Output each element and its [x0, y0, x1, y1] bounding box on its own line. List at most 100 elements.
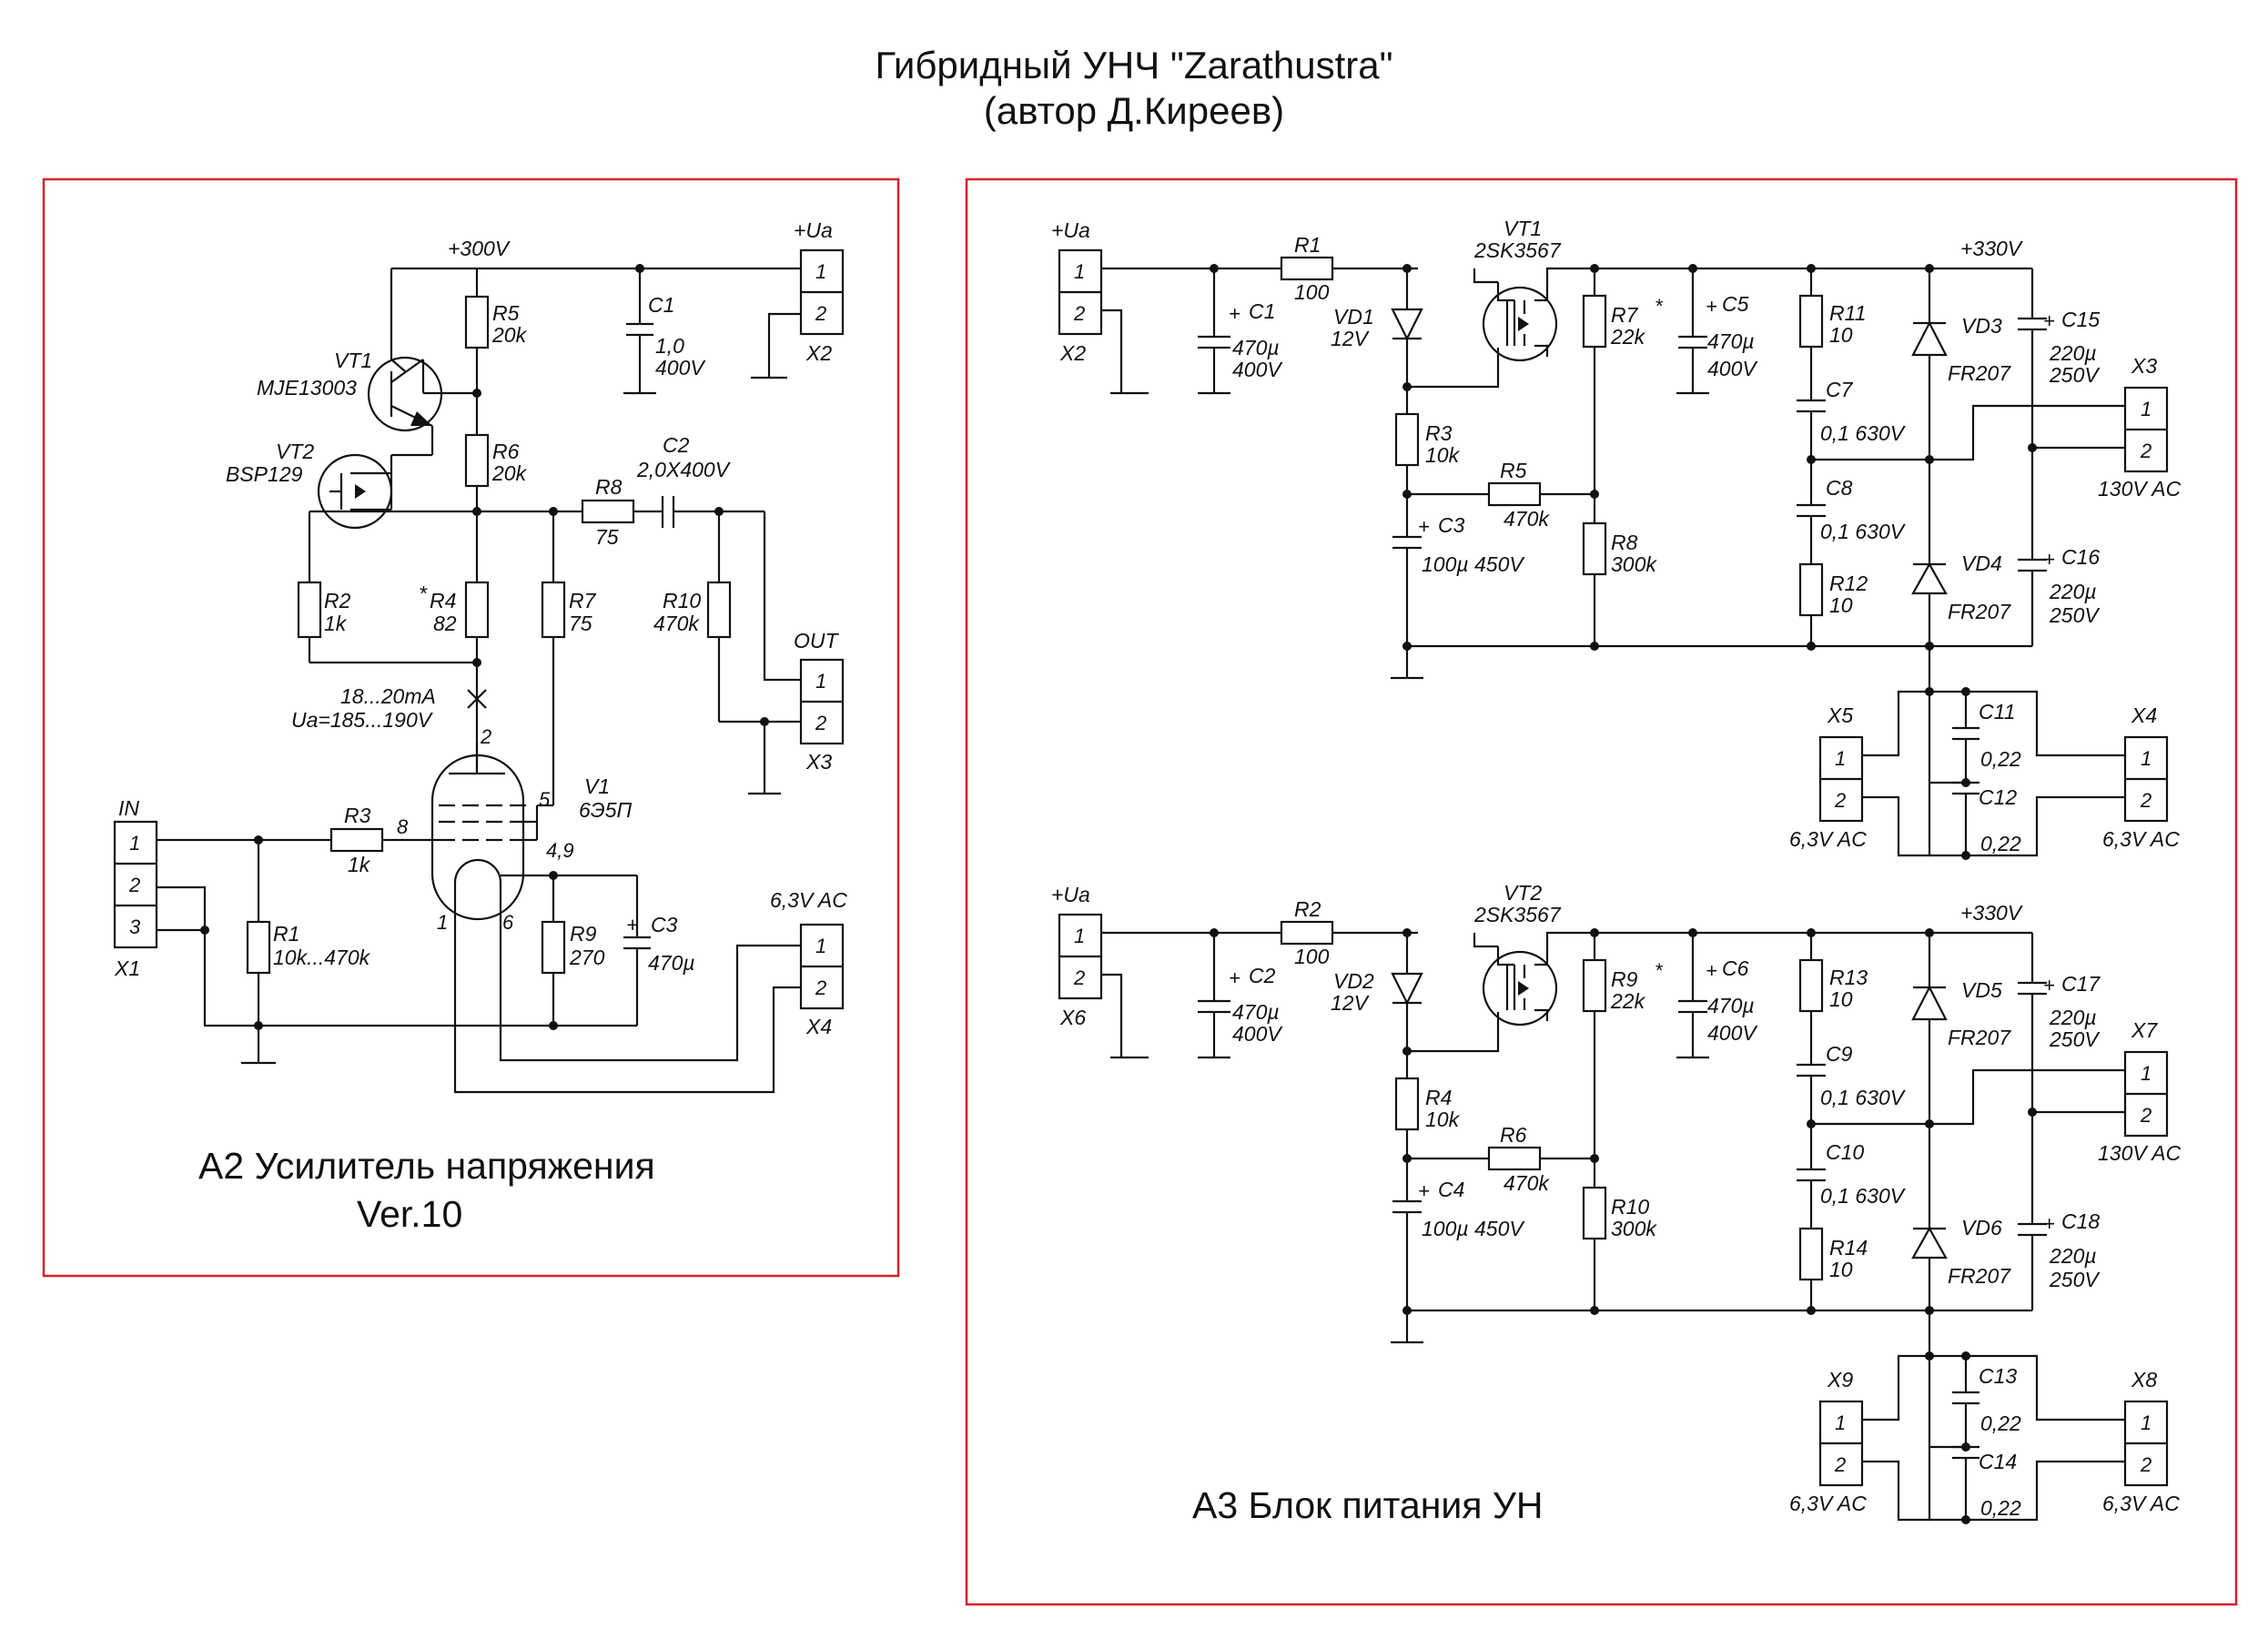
- psu-cfu-val-bot: 0,22: [1980, 1411, 2021, 1435]
- psu-vdd-ref-bot: VD6: [1961, 1216, 2002, 1239]
- a2-pin49: 4,9: [546, 839, 574, 862]
- psu-cd-v2-bot: 250V: [2049, 1268, 2101, 1291]
- a2-pin5: 5: [539, 788, 551, 811]
- psu-zener-bot: [1391, 972, 1423, 1006]
- a2-components: [113, 248, 845, 1010]
- psu-r3-val-bot: 10k: [1425, 1108, 1461, 1131]
- psu-vdd-ref-top: VD4: [1961, 551, 2002, 575]
- psu-cfu-ref-bot: C13: [1979, 1364, 2017, 1388]
- a2-r9-val: 270: [569, 946, 605, 969]
- psu-cu-ref-top: C15: [2061, 308, 2100, 331]
- psu-r-gate-top: [1394, 412, 1420, 467]
- a2-x1-pin3: 3: [129, 916, 141, 938]
- a2-pin1: 1: [437, 911, 448, 934]
- psu-xin-pin1-top: 1: [1074, 260, 1085, 283]
- a2-c1-ref: C1: [648, 293, 674, 317]
- psu-junctions-bot: [1210, 928, 2037, 1524]
- a2-c2-ref: C2: [663, 433, 690, 457]
- psu-ua-top: +Ua: [1051, 218, 1090, 242]
- psu-c8-ref-bot: C10: [1826, 1140, 1864, 1164]
- a2-r9-ref: R9: [570, 922, 597, 946]
- psu-vdu-ref-bot: VD5: [1961, 978, 2002, 1002]
- a2-r3-ref: R3: [344, 804, 371, 827]
- psu-r-upper-bot: [1582, 958, 1607, 1013]
- a2-rail: +300V: [448, 237, 511, 260]
- a2-c2-val: 2,0X400V: [636, 458, 732, 481]
- psu-xac-val-top: 130V AC: [2098, 477, 2182, 501]
- a2-pin8: 8: [397, 815, 409, 838]
- psu-r-lower-top: [1582, 521, 1607, 576]
- psu-diode-upper-top: [1911, 320, 1948, 357]
- psu-c3-val-bot: 100µ 450V: [1422, 1217, 1525, 1240]
- psu-r8-val-bot: 300k: [1611, 1217, 1657, 1240]
- a2-vt2-arrow: [355, 484, 366, 499]
- psu-diodes-top: [1391, 308, 1948, 595]
- psu-r11-val-bot: 10: [1829, 987, 1853, 1011]
- psu-vdu-ref-top: VD3: [1961, 314, 2002, 338]
- psu-r-upper-top: [1582, 294, 1607, 349]
- psu-xl-pin1-bot: 1: [1835, 1411, 1846, 1434]
- psu-xl-val-top: 6,3V AC: [1789, 827, 1867, 851]
- psu-wiring-bot: [1101, 926, 2125, 1522]
- a2-r6-ref: R6: [492, 440, 520, 463]
- psu-xac-pin1-top: 1: [2141, 398, 2152, 420]
- psu-c5-v1-bot: 470µ: [1707, 994, 1755, 1017]
- psu-cfd-ref-bot: C14: [1979, 1450, 2017, 1473]
- a2-version: Ver.10: [357, 1193, 462, 1235]
- psu-vdu-val-bot: FR207: [1948, 1026, 2011, 1049]
- psu-cu-v1-top: 220µ: [2049, 341, 2097, 365]
- psu-r11-bot: [1798, 958, 1824, 1013]
- psu-vt-ref-top: VT1: [1504, 217, 1542, 240]
- psu-cfu-ref-top: C11: [1979, 700, 2016, 723]
- psu-connector-dividers-bot: [1059, 955, 2167, 1445]
- psu-c1-v1-top: 470µ: [1232, 336, 1280, 359]
- psu-c3-ref-top: C3: [1438, 513, 1465, 537]
- a2-r3-val: 1k: [348, 853, 371, 876]
- psu-r8-ref-top: R8: [1611, 531, 1638, 554]
- a2-vt2-ref: VT2: [276, 440, 314, 463]
- psu-r5-ref-bot: R6: [1500, 1123, 1527, 1147]
- a2-bias2: Ua=185...190V: [291, 708, 434, 732]
- psu-xr-pin2-top: 2: [2140, 789, 2152, 812]
- psu-r12-val-bot: 10: [1829, 1258, 1853, 1281]
- psu-channel-bottom: +UaX6R2100C2470µ400VVT22SK3567VD212VR410…: [1051, 881, 2182, 1524]
- psu-r-fb-bot: [1487, 1146, 1542, 1171]
- a2-x3-pin2: 2: [815, 712, 826, 734]
- a2-r8: [581, 499, 635, 524]
- psu-c3-plus-top: +: [1418, 515, 1430, 538]
- psu-xl-pin2-top: 2: [1834, 789, 1846, 812]
- a2-x2-name: +Ua: [794, 218, 833, 242]
- psu-xr-val-top: 6,3V AC: [2102, 827, 2180, 851]
- psu-c5-star-top: *: [1655, 295, 1664, 318]
- psu-xin-top: X2: [1059, 341, 1086, 365]
- psu-cu-v2-top: 250V: [2049, 363, 2101, 387]
- psu-vd-ref-top: VD1: [1333, 305, 1374, 329]
- a2-pin6: 6: [502, 911, 514, 934]
- a2-r4-star: *: [419, 582, 428, 605]
- psu-diode-upper-bot: [1911, 985, 1948, 1021]
- a2-c3-val: 470µ: [648, 951, 695, 975]
- psu-r5-val-bot: 470k: [1504, 1171, 1550, 1195]
- psu-xr-pin1-bot: 1: [2141, 1411, 2152, 1434]
- psu-xl-val-bot: 6,3V AC: [1789, 1492, 1867, 1515]
- psu-diode-lower-bot: [1911, 1226, 1948, 1260]
- psu-r1-ref-top: R1: [1294, 233, 1321, 257]
- a2-v1-ref: V1: [584, 774, 610, 798]
- psu-r-lower-bot: [1582, 1186, 1607, 1240]
- a2-caption: A2 Усилитель напряжения: [198, 1145, 655, 1187]
- psu-c8-val-bot: 0,1 630V: [1820, 1184, 1907, 1208]
- a2-r6-val: 20k: [491, 461, 528, 485]
- a2-junctions: [200, 264, 769, 1030]
- a2-in-name: IN: [118, 796, 139, 820]
- a2-r5: [464, 295, 490, 349]
- psu-c1-ref-bot: C2: [1249, 964, 1276, 987]
- psu-c5-plus-top: +: [1706, 295, 1717, 318]
- a2-r4-ref: R4: [430, 589, 456, 612]
- psu-cd-v1-bot: 220µ: [2049, 1244, 2097, 1268]
- a2-x1: [113, 820, 158, 949]
- psu-r12-ref-top: R12: [1829, 572, 1868, 595]
- a3-frame: [965, 177, 2238, 1606]
- a2-labels: +300V VT1 MJE13003 VT2 BSP129 R5 20k R6 …: [114, 218, 847, 1235]
- psu-c3-plus-bot: +: [1418, 1179, 1430, 1202]
